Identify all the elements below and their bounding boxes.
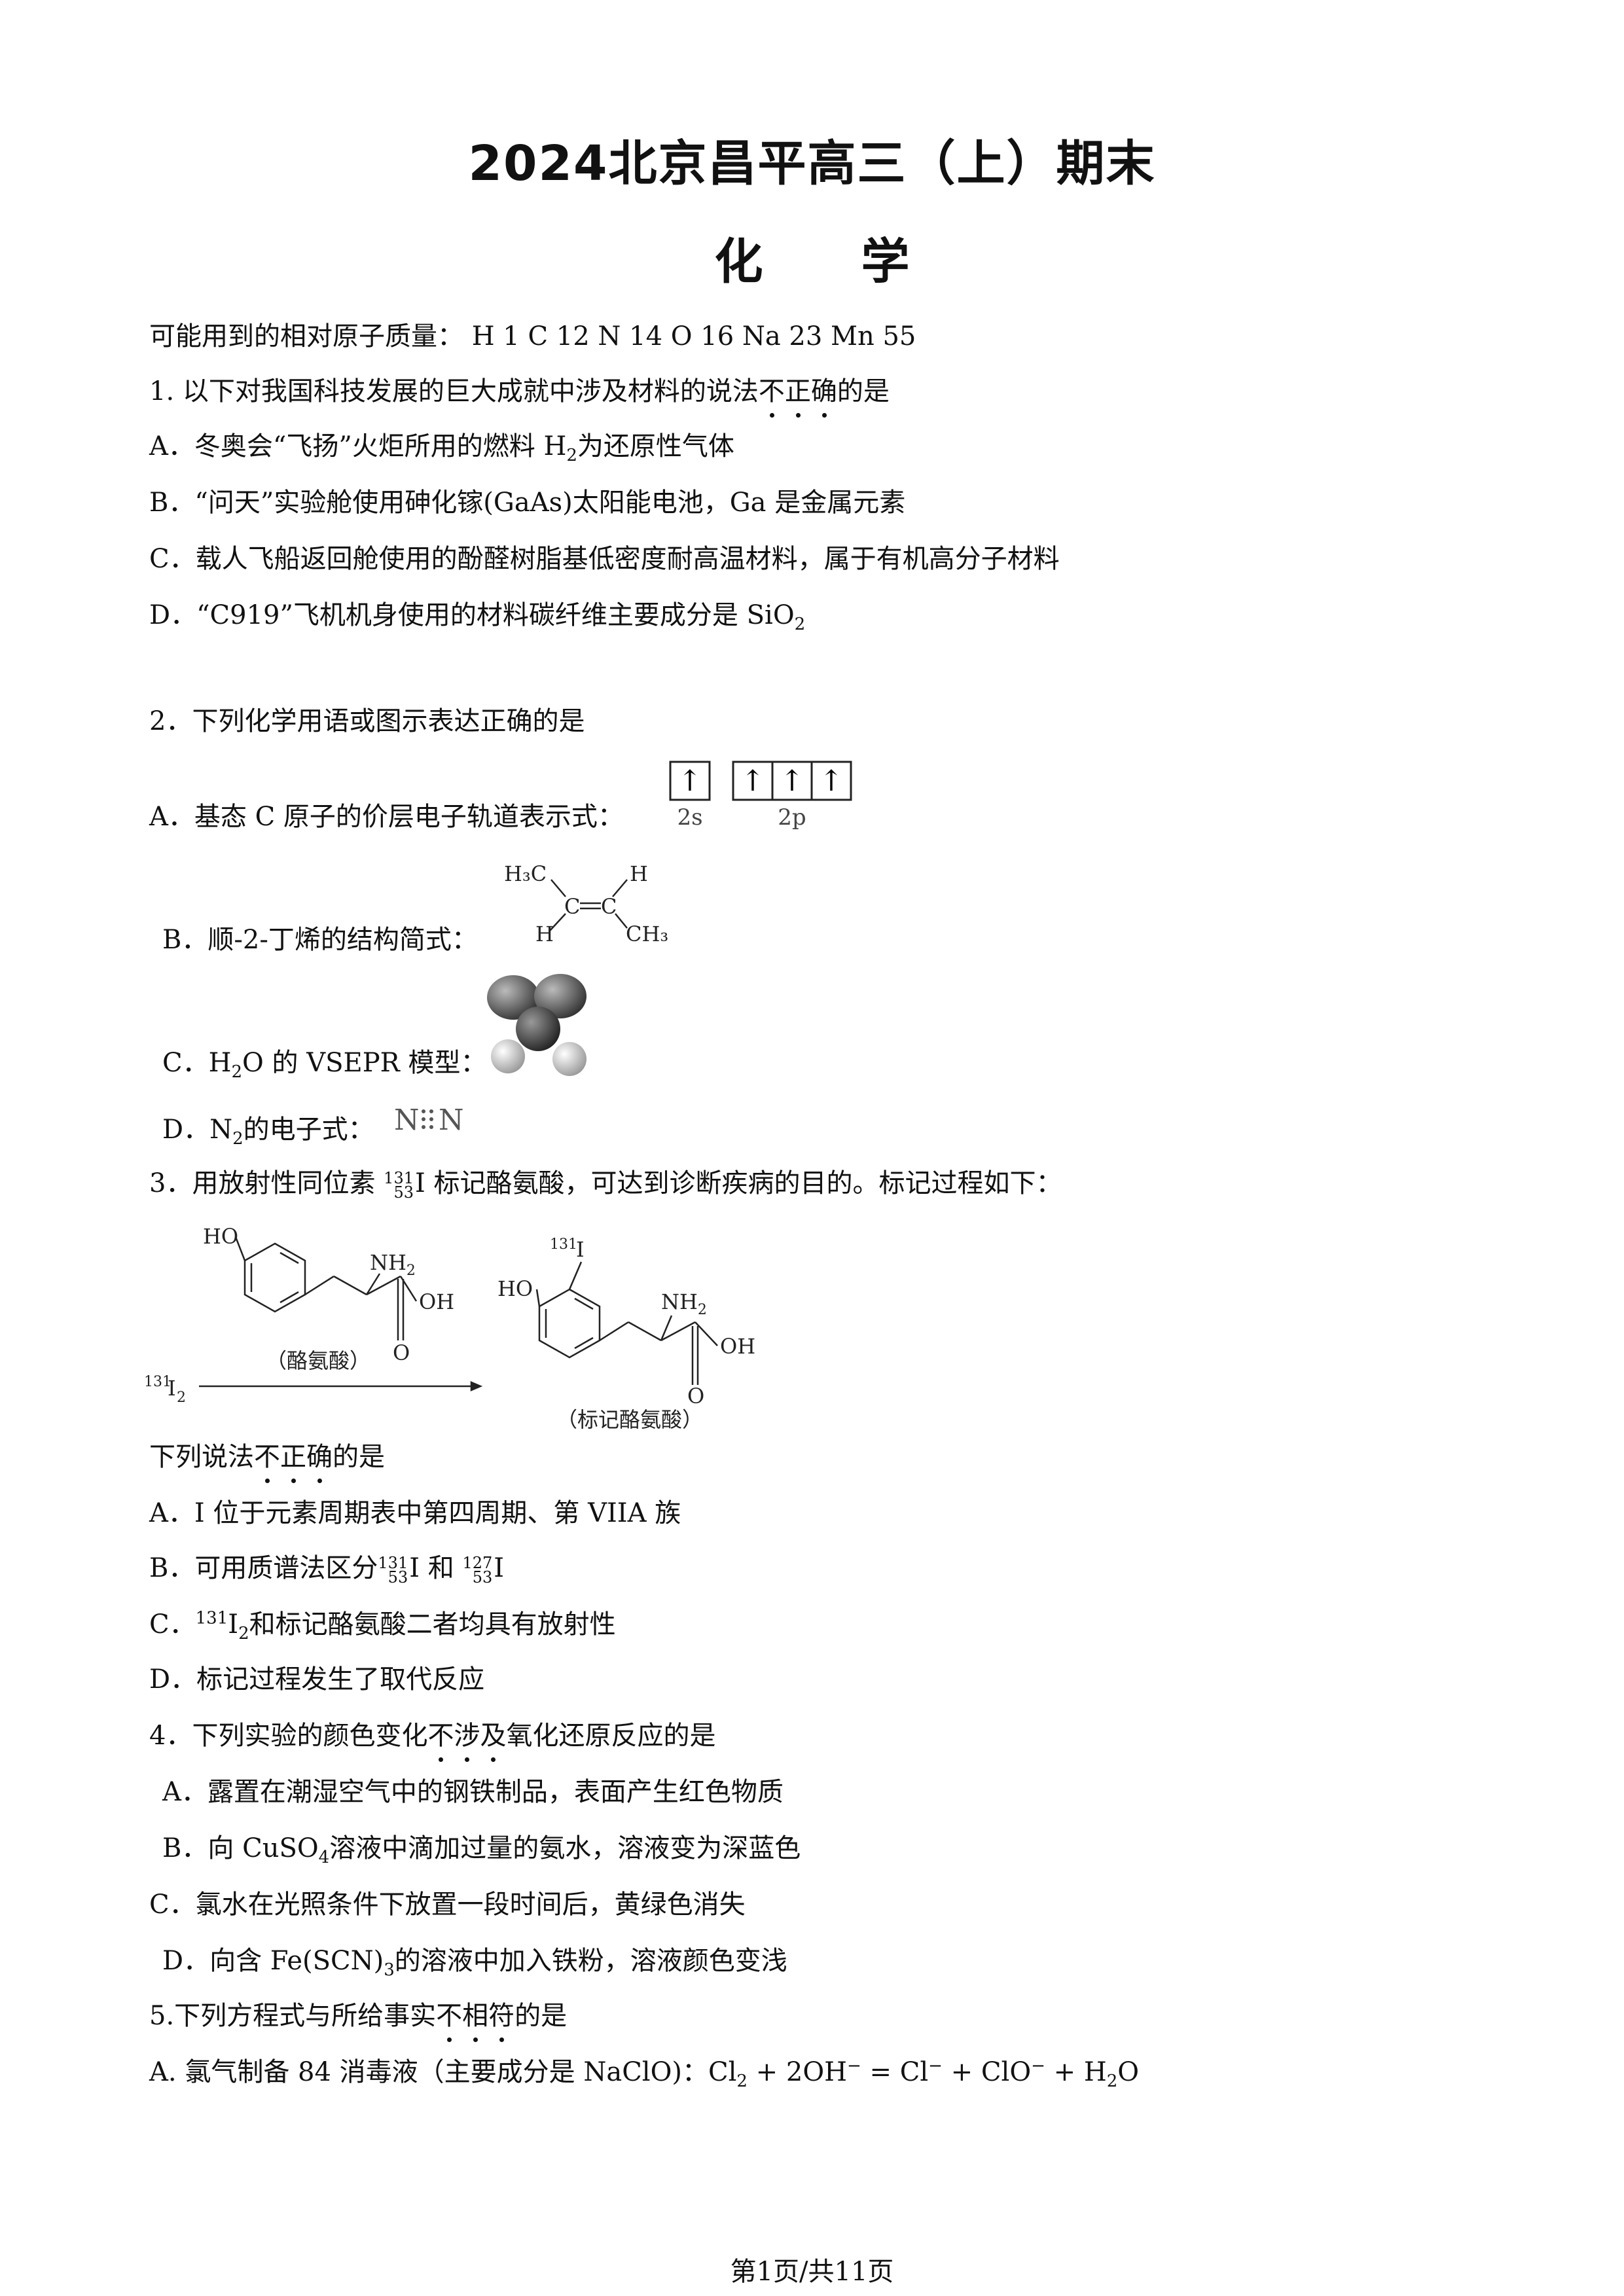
emphasis-char: 不 — [436, 1999, 462, 2042]
label-c: C — [601, 894, 617, 919]
emphasis-char: 符 — [488, 1999, 514, 2042]
label-n: N — [439, 1103, 464, 1137]
page-footer: 第1页/共11页 — [730, 2257, 894, 2287]
q4-option-d: D．向含 Fe(SCN)3的溶液中加入铁粉，溶液颜色变浅 — [162, 1946, 787, 1980]
emphasis-char: 不 — [759, 374, 785, 418]
q5-stem: 5.下列方程式与所给事实不相符的是 — [149, 1999, 567, 2042]
subject-title: 化学 — [714, 234, 1008, 290]
emphasis-char: 不 — [427, 1719, 454, 1762]
emphasis-char: 确 — [306, 1440, 333, 1483]
iodine-mass: 131 — [550, 1236, 577, 1253]
q3-option-c: C．131I2和标记酪氨酸二者均具有放射性 — [149, 1608, 616, 1643]
reagent-mass: 131 — [144, 1374, 171, 1390]
reagent-symbol: I — [168, 1376, 176, 1401]
q2-option-c: C．H2O 的 VSEPR 模型： — [162, 1048, 487, 1082]
emphasis-char: 及 — [480, 1719, 506, 1762]
vsepr-model-image — [487, 974, 586, 1076]
q4-option-a: A．露置在潮湿空气中的钢铁制品，表面产生红色物质 — [162, 1777, 784, 1807]
orbital-label-2p: 2p — [778, 804, 806, 831]
label-ho: HO — [203, 1224, 238, 1249]
q4-option-b: B．向 CuSO4溶液中滴加过量的氨水，溶液变为深蓝色 — [162, 1833, 801, 1867]
label-h: H — [535, 922, 554, 946]
emphasis-char: 正 — [280, 1440, 306, 1483]
q4-option-c: C．氯水在光照条件下放置一段时间后，黄绿色消失 — [149, 1890, 746, 1920]
q2-option-a: A．基态 C 原子的价层电子轨道表示式： — [149, 802, 624, 832]
q2-option-d: D．N2的电子式： — [162, 1115, 374, 1149]
q1-option-d: D．“C919”飞机机身使用的材料碳纤维主要成分是 SiO2 — [149, 600, 806, 634]
emphasis-char: 不 — [254, 1440, 280, 1483]
orbital-label-2s: 2s — [677, 804, 702, 831]
emphasis-char: 确 — [811, 374, 837, 418]
label-nh2: NH2 — [370, 1250, 416, 1279]
q4-stem: 4．下列实验的颜色变化不涉及氧化还原反应的是 — [149, 1719, 715, 1762]
labeling-reaction-scheme: HO NH2 OH O （酪氨酸） 131 I 2 131 I HO NH2 O… — [144, 1224, 755, 1432]
label-nh2: NH2 — [661, 1289, 707, 1318]
label-h: H — [630, 861, 648, 886]
atomic-mass-note: 可能用到的相对原子质量： H 1 C 12 N 14 O 16 Na 23 Mn… — [149, 321, 916, 351]
tyrosine-label: （酪氨酸） — [266, 1348, 370, 1373]
cis-2-butene-structure: H₃C H C C H CH₃ — [504, 861, 668, 946]
product-label: （标记酪氨酸） — [556, 1407, 703, 1432]
q1-option-c: C．载人飞船返回舱使用的酚醛树脂基低密度耐高温材料，属于有机高分子材料 — [149, 544, 1060, 574]
label-oh: OH — [720, 1334, 755, 1359]
label-oh: OH — [419, 1289, 454, 1314]
label-h3c: H₃C — [504, 861, 547, 886]
q2-option-b: B．顺-2-丁烯的结构简式： — [162, 925, 478, 955]
q3-sub-stem: 下列说法不正确的是 — [149, 1440, 385, 1483]
orbital-diagram: ↑ ↑ ↑ ↑ 2s 2p — [669, 761, 852, 831]
label-ho: HO — [497, 1276, 533, 1301]
q3-option-d: D．标记过程发生了取代反应 — [149, 1664, 485, 1695]
n2-electron-formula: N N — [394, 1103, 464, 1137]
q1-option-a: A．冬奥会“飞扬”火炬所用的燃料 H2为还原性气体 — [149, 431, 734, 465]
label-o: O — [393, 1340, 410, 1365]
emphasis-char: 相 — [462, 1999, 488, 2042]
q2-stem: 2．下列化学用语或图示表达正确的是 — [149, 706, 585, 736]
emphasis-char: 涉 — [454, 1719, 480, 1762]
exam-title: 2024北京昌平高三（上）期末 — [468, 135, 1156, 192]
label-o: O — [687, 1384, 704, 1408]
up-arrow: ↑ — [678, 764, 702, 798]
up-arrow: ↑ — [741, 764, 765, 798]
label-c: C — [564, 894, 580, 919]
q1-option-b: B．“问天”实验舱使用砷化镓(GaAs)太阳能电池，Ga 是金属元素 — [149, 488, 906, 518]
q3-option-a: A．I 位于元素周期表中第四周期、第 VIIA 族 — [149, 1498, 681, 1528]
label-n: N — [394, 1103, 420, 1137]
up-arrow: ↑ — [780, 764, 804, 798]
label-ch3: CH₃ — [626, 922, 668, 946]
q1-stem: 1. 以下对我国科技发展的巨大成就中涉及材料的说法不正确的是 — [149, 374, 890, 418]
emphasis-char: 正 — [785, 374, 811, 418]
up-arrow: ↑ — [820, 764, 844, 798]
label-i: I — [576, 1237, 585, 1262]
reagent-sub: 2 — [177, 1390, 186, 1406]
q5-option-a: A. 氯气制备 84 消毒液（主要成分是 NaClO)：Cl2 + 2OH− =… — [149, 2056, 1140, 2091]
